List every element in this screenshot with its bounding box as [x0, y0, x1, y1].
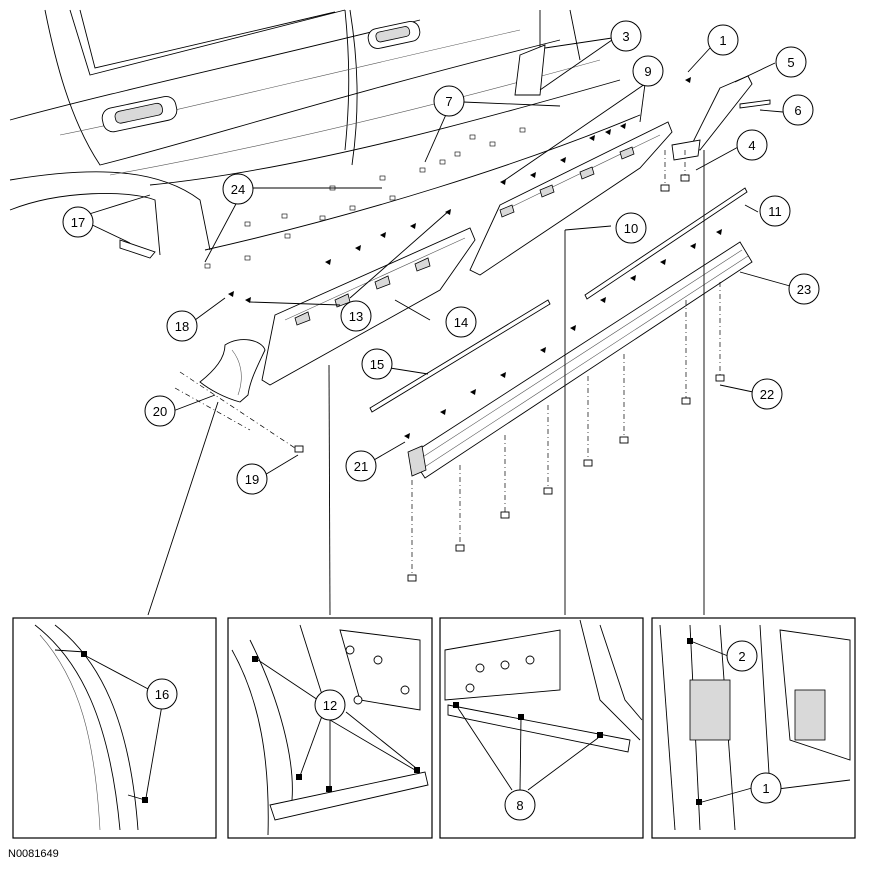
callout-22: 22 [751, 378, 783, 410]
callout-circle [775, 46, 807, 78]
callout-number: 11 [768, 204, 782, 219]
body-clip-holes [204, 127, 526, 269]
callout-number: 2 [738, 649, 745, 664]
detail-panel-8 [439, 617, 644, 839]
callout-circle [236, 463, 268, 495]
callout-circle [788, 273, 820, 305]
callout-1: 1 [750, 772, 782, 804]
callout-14: 14 [445, 306, 477, 338]
callout-number: 3 [622, 29, 629, 44]
callout-circle [707, 24, 739, 56]
callout-circle [222, 173, 254, 205]
callout-13: 13 [340, 300, 372, 332]
callout-number: 20 [153, 404, 167, 419]
callout-number: 4 [748, 138, 755, 153]
callout-circle [345, 450, 377, 482]
detail-panel-12 [227, 617, 433, 839]
callout-circle [615, 212, 647, 244]
strip-part-6 [739, 99, 771, 109]
callout-23: 23 [788, 273, 820, 305]
callout-circle [726, 640, 758, 672]
callout-circle [750, 772, 782, 804]
callout-number: 1 [762, 781, 769, 796]
callout-circle [736, 129, 768, 161]
callout-21: 21 [345, 450, 377, 482]
callout-number: 16 [155, 687, 169, 702]
callout-circle [166, 310, 198, 342]
callout-7: 7 [433, 85, 465, 117]
callout-4: 4 [736, 129, 768, 161]
rocker-panel-part-23 [407, 241, 753, 479]
callout-number: 14 [454, 315, 468, 330]
callout-20: 20 [144, 395, 176, 427]
callout-5: 5 [775, 46, 807, 78]
callout-number: 23 [797, 282, 811, 297]
callout-6: 6 [782, 94, 814, 126]
callout-9: 9 [632, 55, 664, 87]
callout-18: 18 [166, 310, 198, 342]
callout-12: 12 [314, 689, 346, 721]
trim-strip-part-15 [369, 299, 551, 413]
callout-1: 1 [707, 24, 739, 56]
screws [174, 150, 725, 582]
callout-2: 2 [726, 640, 758, 672]
callout-circle [504, 789, 536, 821]
callout-number: 10 [624, 221, 638, 236]
callout-circle [314, 689, 346, 721]
callout-10: 10 [615, 212, 647, 244]
callout-number: 9 [644, 64, 651, 79]
callout-circle [759, 195, 791, 227]
callout-8: 8 [504, 789, 536, 821]
callout-circle [146, 678, 178, 710]
callout-circle [361, 348, 393, 380]
callout-16: 16 [146, 678, 178, 710]
trim-strip-part-11 [584, 187, 748, 300]
callout-number: 24 [231, 182, 245, 197]
push-clips [228, 77, 722, 439]
callout-number: 5 [787, 55, 794, 70]
callout-circle [62, 206, 94, 238]
callout-number: 21 [354, 459, 368, 474]
callout-circle [445, 306, 477, 338]
moulding-part-10 [469, 121, 673, 276]
callout-number: 1 [719, 33, 726, 48]
callout-17: 17 [62, 206, 94, 238]
callout-circle [751, 378, 783, 410]
callout-circle [782, 94, 814, 126]
callout-number: 12 [323, 698, 337, 713]
callout-number: 7 [445, 94, 452, 109]
fender-flare-part-20 [199, 339, 266, 403]
callout-circle [340, 300, 372, 332]
callout-number: 6 [794, 103, 801, 118]
leader-lines [85, 37, 791, 616]
vehicle-body-outline [9, 9, 641, 259]
figure-id: N0081649 [8, 848, 59, 860]
callout-number: 18 [175, 319, 189, 334]
detail-panel-16 [12, 617, 217, 839]
callout-3: 3 [610, 20, 642, 52]
callout-number: 15 [370, 357, 384, 372]
callout-number: 17 [71, 215, 85, 230]
moulding-part-14 [261, 227, 476, 386]
callout-19: 19 [236, 463, 268, 495]
callout-24: 24 [222, 173, 254, 205]
callout-circle [632, 55, 664, 87]
callout-circle [610, 20, 642, 52]
callout-15: 15 [361, 348, 393, 380]
callout-number: 19 [245, 472, 259, 487]
callout-number: 8 [516, 798, 523, 813]
callout-circle [144, 395, 176, 427]
callout-circle [433, 85, 465, 117]
callout-number: 13 [349, 309, 363, 324]
bracket-part-5 [671, 75, 753, 161]
callout-number: 22 [760, 387, 774, 402]
callout-11: 11 [759, 195, 791, 227]
